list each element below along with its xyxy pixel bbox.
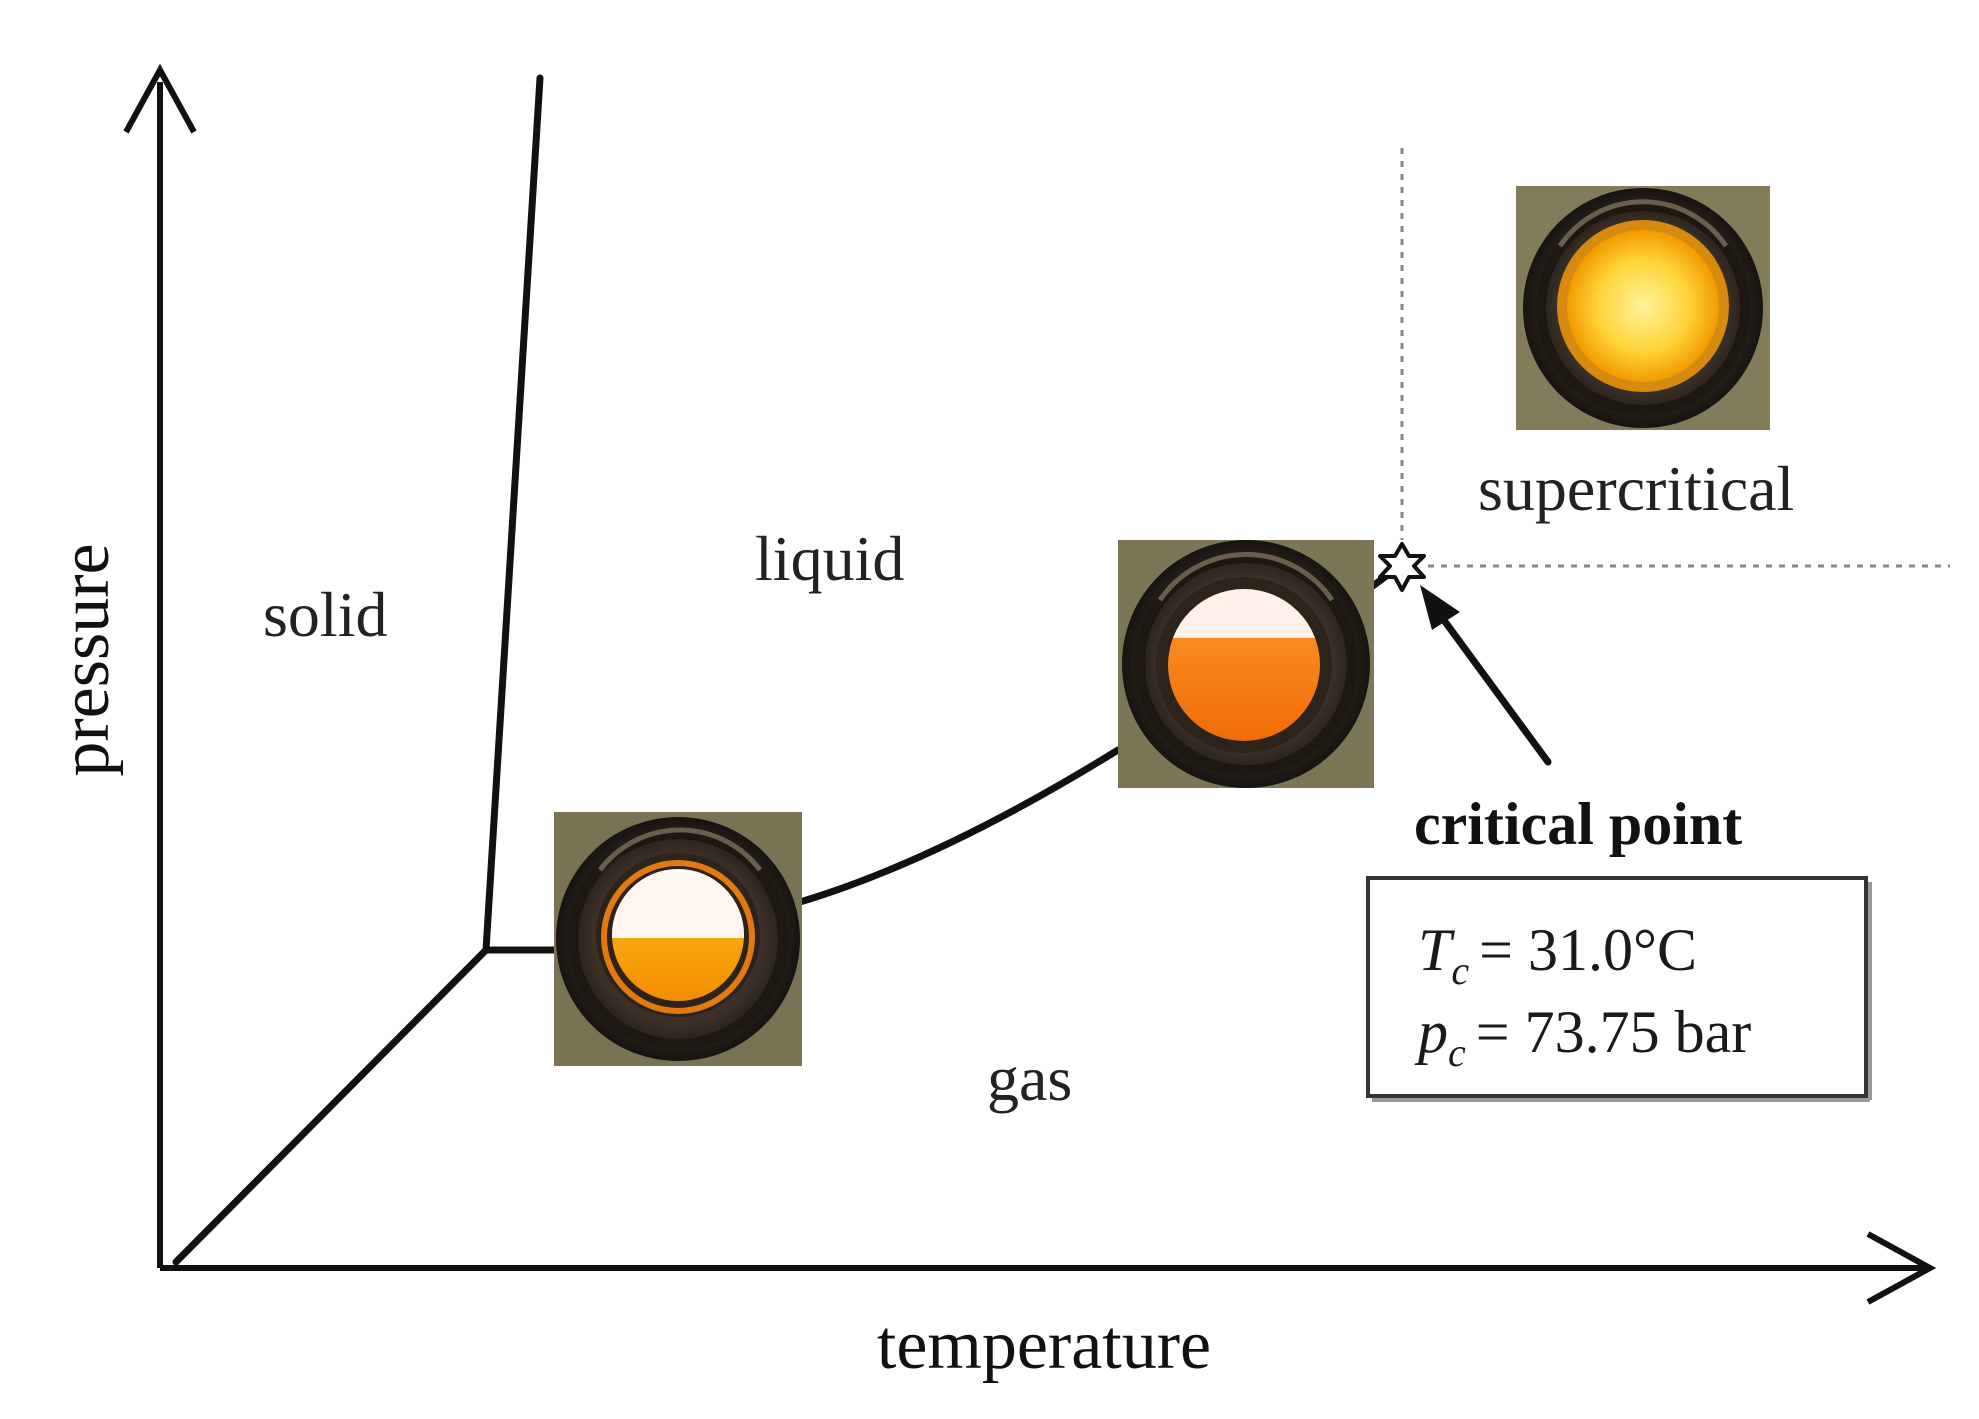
sample-photo-two-phase-high bbox=[1118, 540, 1374, 788]
x-axis-label: temperature bbox=[877, 1307, 1211, 1384]
sample-photo-two-phase-low bbox=[554, 812, 802, 1066]
critical-values-box bbox=[1366, 876, 1872, 1102]
phase-boundaries bbox=[172, 74, 1404, 1266]
critical-pressure-symbol: p bbox=[1414, 999, 1448, 1065]
axes bbox=[123, 63, 1937, 1305]
melting-curve bbox=[482, 74, 544, 954]
critical-point-label: critical point bbox=[1414, 791, 1742, 857]
critical-temperature-subscript: c bbox=[1451, 948, 1469, 993]
critical-temperature-value: = 31.0°C bbox=[1479, 917, 1697, 983]
critical-point-arrow bbox=[1420, 585, 1552, 766]
critical-pressure-subscript: c bbox=[1448, 1030, 1466, 1075]
x-axis-arrowhead bbox=[1866, 1231, 1937, 1305]
y-axis-label: pressure bbox=[47, 543, 124, 776]
region-label-gas: gas bbox=[987, 1043, 1072, 1114]
sample-photo-supercritical bbox=[1516, 186, 1770, 430]
region-label-solid: solid bbox=[263, 579, 387, 650]
critical-guidelines bbox=[1400, 148, 1950, 568]
critical-point-marker bbox=[1378, 542, 1426, 592]
region-label-liquid: liquid bbox=[755, 523, 904, 594]
vaporization-curve-lower bbox=[796, 746, 1122, 906]
critical-temperature-symbol: T bbox=[1418, 917, 1455, 983]
critical-pressure-value: = 73.75 bar bbox=[1476, 999, 1751, 1065]
y-axis-arrowhead bbox=[123, 63, 197, 134]
critical-pressure: pc= 73.75 bar bbox=[1414, 999, 1751, 1075]
region-label-supercritical: supercritical bbox=[1478, 453, 1794, 524]
critical-temperature: Tc= 31.0°C bbox=[1418, 917, 1697, 993]
sublimation-curve bbox=[172, 946, 490, 1266]
